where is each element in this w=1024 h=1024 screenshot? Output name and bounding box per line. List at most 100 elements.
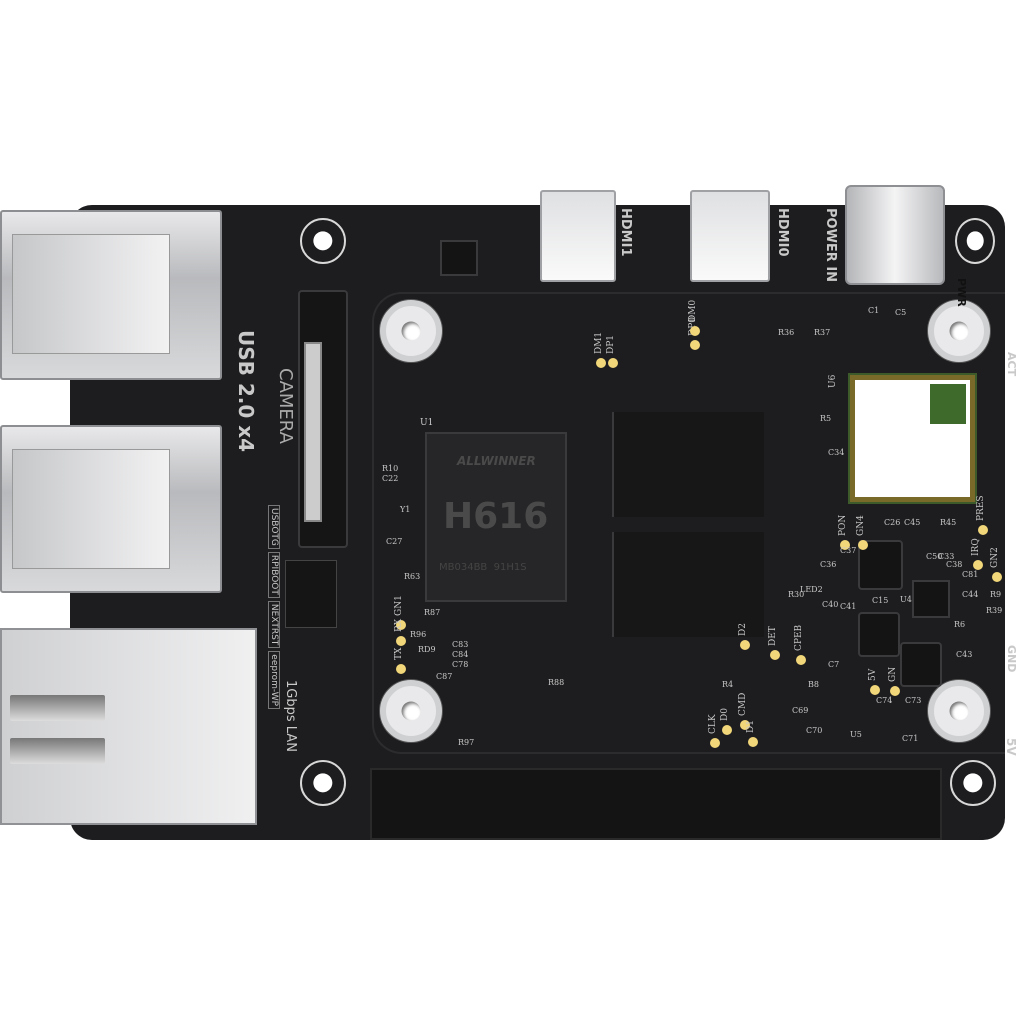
component-ref: R63 bbox=[404, 572, 421, 581]
component-ref: R30 bbox=[788, 590, 805, 599]
component-ref: R6 bbox=[954, 620, 966, 629]
testpoint-label: DM1 bbox=[594, 331, 604, 354]
component-ref: R45 bbox=[940, 518, 957, 527]
component-ref: R37 bbox=[814, 328, 831, 337]
testpoint-pad bbox=[740, 640, 750, 650]
testpoint-label: IRQ bbox=[971, 538, 981, 556]
component-ref: C34 bbox=[828, 448, 845, 457]
component-ref: C15 bbox=[872, 596, 889, 605]
testpoint-label: D1 bbox=[746, 720, 756, 733]
mounting-hole bbox=[955, 218, 995, 264]
testpoint-pad bbox=[396, 664, 406, 674]
component-ref: C44 bbox=[962, 590, 979, 599]
mounting-hole bbox=[950, 760, 996, 806]
hdmi0-label: HDMI0 bbox=[775, 208, 790, 257]
gnd-label: GND bbox=[1005, 645, 1018, 673]
testpoint-label: D2 bbox=[738, 623, 748, 636]
testpoint-label: TX bbox=[394, 647, 404, 660]
testpoint-label: CLK bbox=[708, 714, 718, 734]
component-ref: C37 bbox=[840, 546, 857, 555]
testpoint-label: DP1 bbox=[606, 335, 616, 354]
wifi-ref: U6 bbox=[828, 374, 838, 388]
ethernet-port[interactable] bbox=[0, 628, 257, 825]
module-outline bbox=[372, 292, 1005, 754]
testpoint-label: DM0 bbox=[688, 299, 698, 322]
component-ref: C26 bbox=[884, 518, 901, 527]
gpio-header[interactable] bbox=[370, 768, 942, 840]
testpoint-label: GN4 bbox=[856, 515, 866, 536]
component-ref: R5 bbox=[820, 414, 832, 423]
soc-ref: U1 bbox=[420, 418, 434, 428]
dip-label: NEXTRST bbox=[268, 600, 280, 649]
component-ref: Y1 bbox=[400, 505, 411, 514]
component-ref: C87 bbox=[436, 672, 453, 681]
dip-label: eeprom-WP bbox=[268, 651, 280, 710]
dip-labels: USBOTG RPIBOOT NEXTRST eeprom-WP bbox=[268, 505, 280, 710]
eeprom-chip bbox=[440, 240, 478, 276]
component-ref: C33 bbox=[938, 552, 955, 561]
standoff-hole bbox=[380, 300, 442, 362]
component-ref: C83 bbox=[452, 640, 469, 649]
testpoint-pad bbox=[870, 685, 880, 695]
testpoint-pad bbox=[396, 620, 406, 630]
testpoint-pad bbox=[858, 540, 868, 550]
usb-c-power-port[interactable] bbox=[845, 185, 945, 285]
component-ref: C78 bbox=[452, 660, 469, 669]
component-ref: C73 bbox=[905, 696, 922, 705]
testpoint-pad bbox=[608, 358, 618, 368]
lan-label: 1Gbps LAN bbox=[283, 680, 298, 752]
standoff-hole bbox=[928, 680, 990, 742]
hdmi0-port[interactable] bbox=[690, 190, 770, 282]
testpoint-pad bbox=[840, 540, 850, 550]
testpoint-label: RX bbox=[394, 618, 404, 632]
testpoint-pad bbox=[978, 525, 988, 535]
component-ref: C27 bbox=[386, 537, 403, 546]
testpoint-label: CMD bbox=[738, 692, 748, 716]
component-ref: LED2 bbox=[800, 585, 823, 594]
testpoint-pad bbox=[770, 650, 780, 660]
camera-connector[interactable] bbox=[298, 290, 348, 548]
component-ref: R10 bbox=[382, 464, 399, 473]
component-ref: C38 bbox=[946, 560, 963, 569]
hdmi1-label: HDMI1 bbox=[618, 208, 633, 257]
component-ref: C43 bbox=[956, 650, 973, 659]
testpoint-pad bbox=[690, 340, 700, 350]
dip-switch[interactable] bbox=[285, 560, 337, 628]
testpoint-pad bbox=[890, 686, 900, 696]
testpoint-pad bbox=[710, 738, 720, 748]
soc-marking: MB034BB 91H1S bbox=[439, 562, 527, 573]
component-ref: C74 bbox=[876, 696, 893, 705]
component-ref: C69 bbox=[792, 706, 809, 715]
component-ref: C81 bbox=[962, 570, 979, 579]
soc-brand: ALLWINNER bbox=[457, 454, 536, 468]
hdmi1-port[interactable] bbox=[540, 190, 616, 282]
camera-label: CAMERA bbox=[275, 368, 296, 444]
soc-chip: ALLWINNER H616 MB034BB 91H1S bbox=[425, 432, 567, 602]
component-ref: RD9 bbox=[418, 645, 436, 654]
component-ref: R97 bbox=[458, 738, 475, 747]
component-ref: C71 bbox=[902, 734, 919, 743]
usb-port-lower[interactable] bbox=[0, 425, 222, 593]
testpoint-pad bbox=[748, 737, 758, 747]
usb-port-upper[interactable] bbox=[0, 210, 222, 380]
act-led-label: ACT bbox=[1005, 352, 1018, 377]
ram-chip bbox=[612, 412, 764, 517]
testpoint-pad bbox=[796, 655, 806, 665]
testpoint-label: DET bbox=[768, 626, 778, 646]
pmic-chip bbox=[912, 580, 950, 618]
testpoint-pad bbox=[596, 358, 606, 368]
component-ref: C36 bbox=[820, 560, 837, 569]
power-label: POWER IN bbox=[823, 208, 838, 283]
wifi-module bbox=[848, 373, 977, 504]
component-ref: C70 bbox=[806, 726, 823, 735]
component-ref: R87 bbox=[424, 608, 441, 617]
testpoint-pad bbox=[973, 560, 983, 570]
standoff-hole bbox=[928, 300, 990, 362]
ram-chip bbox=[612, 532, 764, 637]
dip-label: RPIBOOT bbox=[268, 551, 280, 598]
testpoint-label: PON bbox=[838, 514, 848, 536]
component-ref: R39 bbox=[986, 606, 1003, 615]
testpoint-pad bbox=[740, 720, 750, 730]
component-ref: B8 bbox=[808, 680, 819, 689]
testpoint-label: GN1 bbox=[394, 595, 404, 616]
